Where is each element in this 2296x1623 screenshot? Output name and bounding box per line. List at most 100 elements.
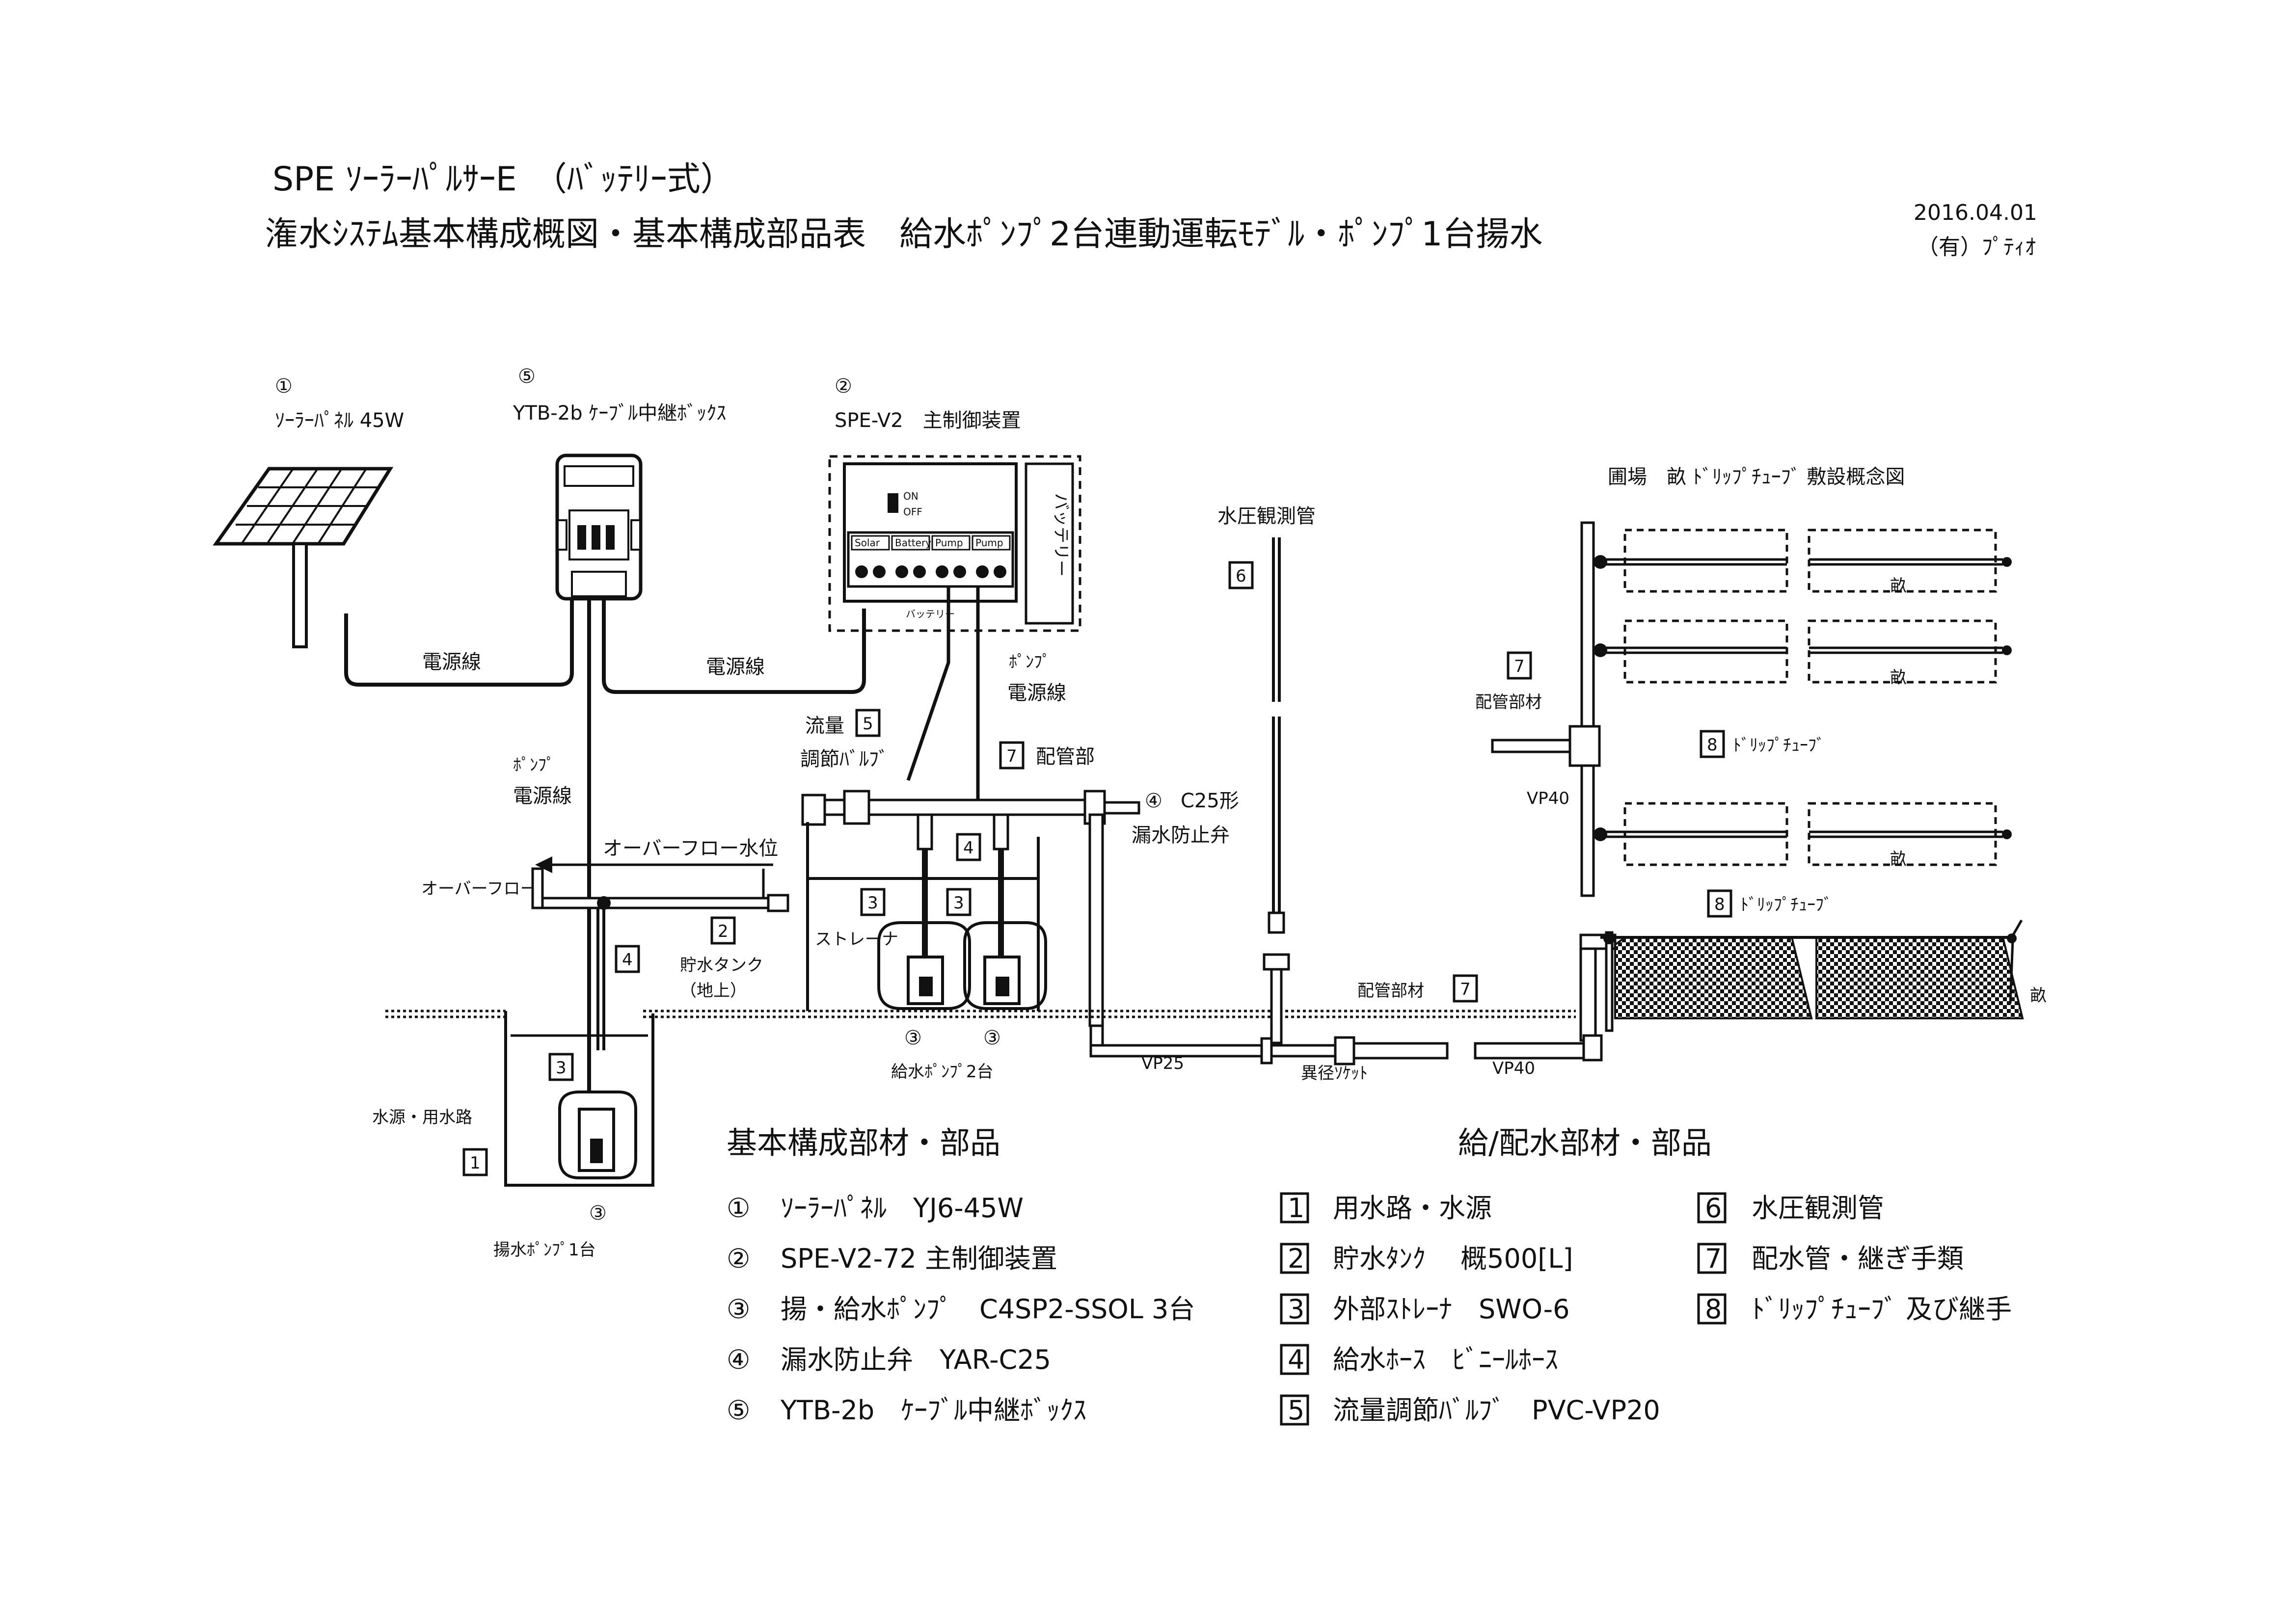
drip-tube-label-1: ﾄﾞﾘｯﾌﾟﾁｭｰﾌﾞ	[1733, 736, 1825, 755]
controller-battery-label: バッテリー	[906, 608, 955, 620]
strainer-label: ストレーナ	[815, 930, 898, 949]
pump-power-label-right-2: 電源線	[1007, 682, 1066, 704]
parts-water-number: 6	[1705, 1193, 1722, 1224]
lift-pump: 3 水源・用水路 1 ③ 揚水ﾎﾟﾝﾌﾟ1台	[372, 1053, 637, 1260]
parts-basic-item: 漏水防止弁 YAR-C25	[781, 1344, 1051, 1375]
flow-valve-label-1: 流量	[805, 715, 844, 737]
parts-number-box	[1697, 1192, 1727, 1224]
box-6-label: 6	[1236, 566, 1246, 586]
overflow-label: オーバーフロー	[421, 879, 537, 899]
parts-water-number: 4	[1288, 1344, 1304, 1375]
box-7c-label: 7	[1514, 657, 1525, 676]
parts-basic-item: 揚・給水ﾎﾟﾝﾌﾟ C4SP2-SSOL 3台	[781, 1294, 1195, 1325]
solar-panel: ① ｿｰﾗｰﾊﾟﾈﾙ 45W	[213, 375, 404, 648]
header: SPE ｿｰﾗｰﾊﾟﾙｻｰE （ﾊﾞｯﾃﾘｰ式） 潅水ｼｽﾃﾑ基本構成概図・基本…	[265, 160, 2037, 260]
parts-basic-item: YTB-2b ｹｰﾌﾞﾙ中継ﾎﾞｯｸｽ	[780, 1395, 1086, 1426]
terminal-label: Pump	[935, 537, 963, 549]
drip-tube-label-2: ﾄﾞﾘｯﾌﾟﾁｭｰﾌﾞ	[1740, 895, 1832, 915]
water-source-label: 水源・用水路	[372, 1108, 472, 1127]
parts-water-number: 5	[1288, 1395, 1304, 1426]
doc-date: 2016.04.01	[1914, 200, 2037, 225]
check-valve-number: ④	[1145, 790, 1162, 812]
controller-number: ②	[835, 375, 852, 398]
pump-power-label-right-1: ﾎﾟﾝﾌﾟ	[1009, 652, 1051, 672]
supply-pump-number-b: ③	[983, 1027, 1001, 1049]
check-valve-label-1: C25形	[1181, 790, 1239, 812]
parts-basic-number: ③	[727, 1294, 750, 1325]
switch-off-label: OFF	[903, 506, 922, 518]
parts-water-number: 2	[1288, 1243, 1304, 1274]
field-drip-concept: 圃場 畝 ﾄﾞﾘｯﾌﾟﾁｭｰﾌﾞ 敷設概念図 畝 畝 畝 7	[1475, 466, 2047, 1032]
box-7b-label: 7	[1460, 980, 1471, 999]
solar-panel-label: ｿｰﾗｰﾊﾟﾈﾙ 45W	[275, 409, 404, 432]
parts-water-item: 用水路・水源	[1333, 1193, 1492, 1224]
parts-water-title: 給/配水部材・部品	[1458, 1125, 1712, 1161]
ridge-label-2: 畝	[1890, 668, 1907, 688]
parts-water-item: 水圧観測管	[1752, 1193, 1884, 1224]
tank-label-1: 貯水タンク	[680, 956, 763, 975]
pressure-tube-label: 水圧観測管	[1217, 505, 1316, 528]
parts-water-number: 8	[1705, 1294, 1722, 1325]
vp40-label-bottom: VP40	[1492, 1059, 1535, 1078]
parts-water-number: 1	[1288, 1193, 1304, 1224]
junction-box-number: ⑤	[518, 365, 536, 388]
parts-basic-item: SPE-V2-72 主制御装置	[781, 1243, 1057, 1274]
terminal-label: Battery	[895, 537, 931, 549]
parts-basic-number: ④	[727, 1344, 750, 1375]
overflow-level-label: オーバーフロー水位	[603, 837, 778, 860]
box-8a-label: 8	[1707, 735, 1718, 755]
flow-valve-label-2: 調節ﾊﾞﾙﾌﾞ	[800, 748, 889, 771]
lift-pump-number: ③	[589, 1202, 607, 1224]
junction-box-label: YTB-2b ｹｰﾌﾞﾙ中継ﾎﾞｯｸｽ	[513, 402, 726, 425]
terminal-label: Pump	[975, 537, 1003, 549]
piping-part-label: 配管部	[1036, 745, 1095, 768]
check-valve-label-2: 漏水防止弁	[1132, 824, 1230, 847]
box-2-label: 2	[718, 922, 729, 941]
parts-basic-title: 基本構成部材・部品	[727, 1125, 1000, 1161]
lift-pump-label: 揚水ﾎﾟﾝﾌﾟ1台	[493, 1240, 596, 1260]
parts-number-box	[1280, 1293, 1309, 1325]
box-1-label: 1	[470, 1153, 481, 1173]
box-3c-label: 3	[953, 893, 964, 913]
box-8b-label: 8	[1714, 895, 1725, 914]
field-title: 圃場 畝 ﾄﾞﾘｯﾌﾟﾁｭｰﾌﾞ 敷設概念図	[1608, 466, 1905, 488]
overflow-pipe: オーバーフロー水位 オーバーフロー 4 2 貯水タンク （地上）	[421, 837, 789, 1050]
parts-number-box	[1280, 1344, 1309, 1375]
parts-water-number: 7	[1705, 1243, 1722, 1274]
battery-label: バッテリー	[1051, 493, 1071, 577]
power-switch	[888, 493, 898, 513]
piping-material-label-right: 配管部材	[1475, 692, 1542, 712]
box-4b-label: 4	[963, 838, 974, 858]
vp25-label: VP25	[1141, 1054, 1184, 1073]
power-line-label-2: 電源線	[706, 656, 765, 678]
parts-water-item: 貯水ﾀﾝｸ 概500[L]	[1333, 1243, 1573, 1274]
pressure-tube: 水圧観測管 6	[1217, 505, 1316, 1044]
box-3b-label: 3	[867, 893, 878, 913]
parts-water-number: 3	[1288, 1294, 1304, 1325]
parts-water-item: ﾄﾞﾘｯﾌﾟﾁｭｰﾌﾞ 及び継手	[1752, 1294, 2012, 1325]
ground-line	[385, 1010, 1576, 1187]
parts-basic-item: ｿｰﾗｰﾊﾟﾈﾙ YJ6-45W	[781, 1193, 1024, 1224]
box-4a-label: 4	[622, 950, 633, 970]
distribution-pipe	[1089, 933, 1617, 1065]
parts-basic-number: ⑤	[727, 1395, 750, 1426]
reducer-label: 異径ｿｹｯﾄ	[1301, 1064, 1368, 1083]
vp40-label-right: VP40	[1527, 789, 1569, 808]
parts-number-box	[1697, 1243, 1727, 1274]
junction-box: ⑤ YTB-2b ｹｰﾌﾞﾙ中継ﾎﾞｯｸｽ	[513, 365, 726, 601]
storage-tank: 4 3 3 ストレーナ ③ ③ 給水ﾎﾟﾝﾌﾟ2台	[806, 822, 1047, 1082]
ridge-label-3: 畝	[1890, 850, 1907, 869]
title-line-2: 潅水ｼｽﾃﾑ基本構成概図・基本構成部品表 給水ﾎﾟﾝﾌﾟ2台連動運転ﾓﾃﾞﾙ・ﾎ…	[265, 215, 1543, 254]
switch-on-label: ON	[903, 490, 918, 502]
pump-power-label-left-1: ﾎﾟﾝﾌﾟ	[513, 755, 555, 775]
solar-panel-number: ①	[275, 375, 293, 398]
company-name: （有）ﾌﾟﾃｨｵ	[1917, 235, 2036, 260]
supply-pump-number-a: ③	[904, 1027, 922, 1049]
parts-number-box	[1280, 1192, 1309, 1224]
parts-water-item: 給水ﾎｰｽ ﾋﾞﾆｰﾙﾎｰｽ	[1333, 1344, 1558, 1375]
box-7a-label: 7	[1006, 746, 1017, 766]
